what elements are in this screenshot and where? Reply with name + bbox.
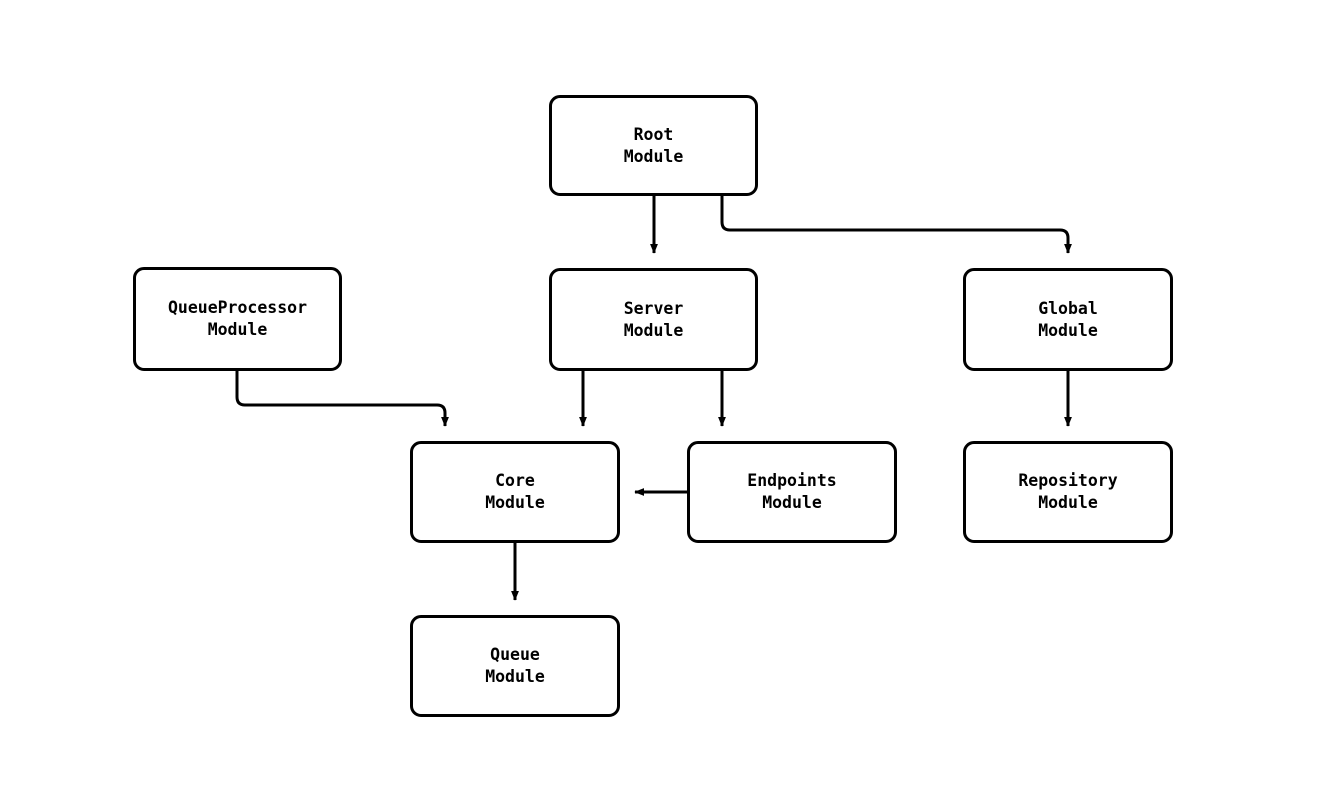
node-endpoints-suffix: Module <box>762 493 822 512</box>
node-queue-suffix: Module <box>485 667 545 686</box>
node-root-suffix: Module <box>623 146 684 166</box>
node-repository[interactable]: Repository Module <box>963 441 1173 543</box>
node-repository-name: Repository <box>1018 471 1118 490</box>
node-server[interactable]: Server Module <box>549 268 758 371</box>
node-queueprocessor-suffix: Module <box>207 320 268 339</box>
node-queueprocessor[interactable]: QueueProcessor Module <box>133 267 342 371</box>
node-queue-name: Queue <box>490 645 540 664</box>
node-queue[interactable]: Queue Module <box>410 615 620 717</box>
edge-queueprocessor-to-core <box>235 371 449 427</box>
node-core-name: Core <box>495 471 535 490</box>
node-root-name: Root <box>633 124 674 144</box>
node-server-suffix: Module <box>623 320 684 340</box>
node-endpoints-name: Endpoints <box>747 471 837 490</box>
node-core-suffix: Module <box>485 493 545 512</box>
node-global-suffix: Module <box>1038 320 1098 340</box>
node-queueprocessor-name: QueueProcessor <box>167 298 308 317</box>
node-core[interactable]: Core Module <box>410 441 620 543</box>
node-server-name: Server <box>623 298 684 318</box>
node-repository-suffix: Module <box>1038 493 1098 512</box>
node-global[interactable]: Global Module <box>963 268 1173 371</box>
node-endpoints[interactable]: Endpoints Module <box>687 441 897 543</box>
node-root[interactable]: Root Module <box>549 95 758 196</box>
node-global-name: Global <box>1038 298 1098 318</box>
edge-root-to-global <box>720 196 1072 254</box>
